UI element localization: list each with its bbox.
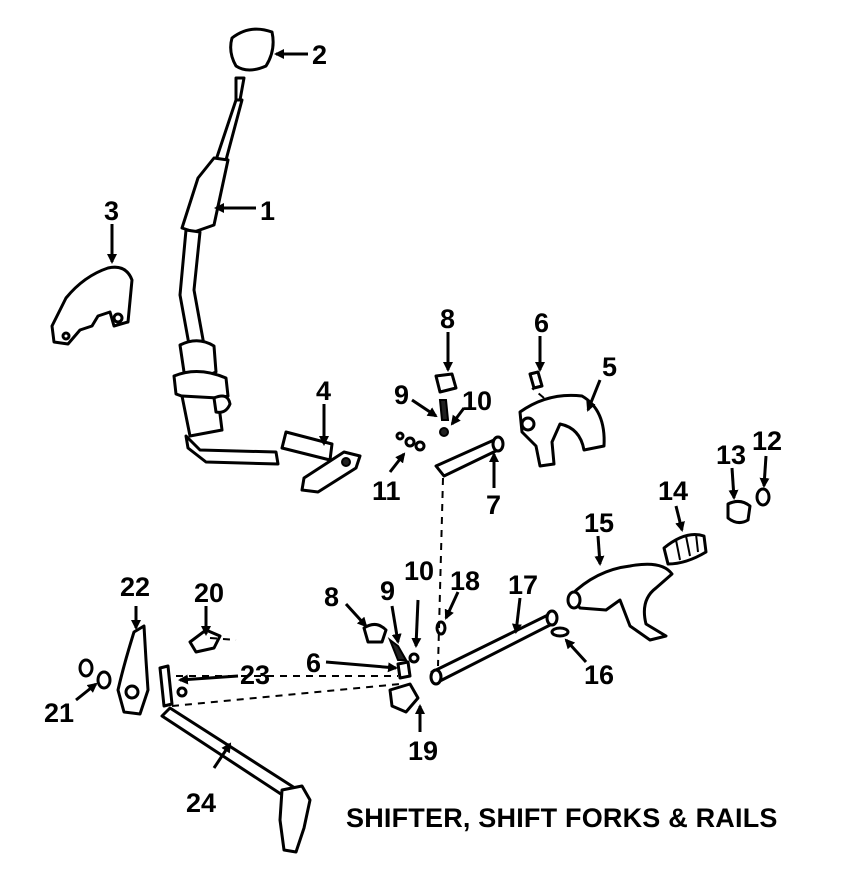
interlock-block (388, 682, 420, 714)
callout-9-lower: 9 (380, 576, 395, 606)
lower-shift-fork (566, 562, 674, 642)
upper-roll-pin (528, 370, 544, 390)
callout-22: 22 (120, 572, 150, 602)
callout-13: 13 (716, 440, 746, 470)
callout-10-lower: 10 (404, 556, 434, 586)
callout-labels: 1 2 3 4 5 6 7 8 9 10 11 12 13 14 15 16 1… (44, 40, 782, 818)
shift-bracket (280, 430, 362, 494)
callout-8-lower: 8 (324, 582, 339, 612)
callout-1: 1 (260, 196, 275, 226)
callout-21: 21 (44, 698, 74, 728)
callout-2: 2 (312, 40, 327, 70)
callout-20: 20 (194, 578, 224, 608)
upper-shift-rail (434, 435, 505, 478)
lower-shift-rail (429, 609, 559, 686)
shift-gate-plate (50, 265, 134, 346)
shift-lever (172, 76, 280, 466)
callout-14: 14 (658, 476, 688, 506)
callout-8-upper: 8 (440, 304, 455, 334)
callout-10-upper: 10 (462, 386, 492, 416)
upper-detent-plug (395, 372, 458, 452)
callout-12: 12 (752, 426, 782, 456)
detent-parts-right (662, 487, 771, 566)
upper-shift-fork (518, 393, 606, 468)
leader-arrows (75, 49, 770, 769)
diagram-caption: SHIFTER, SHIFT FORKS & RAILS (346, 803, 778, 833)
callout-5: 5 (602, 352, 617, 382)
callout-6-lower: 6 (306, 648, 321, 678)
callout-4: 4 (316, 376, 331, 406)
callout-6-upper: 6 (534, 308, 549, 338)
shift-knob (229, 27, 275, 72)
selector-arm (116, 624, 150, 716)
lower-detent-parts (362, 623, 420, 680)
assembly-lines (171, 387, 545, 707)
callout-7: 7 (486, 490, 501, 520)
callout-23: 23 (240, 660, 270, 690)
callout-3: 3 (104, 196, 119, 226)
washers (78, 658, 112, 690)
callout-9-upper: 9 (394, 380, 409, 410)
callout-15: 15 (584, 508, 614, 538)
callout-24: 24 (186, 788, 216, 818)
selector-shaft (160, 706, 312, 854)
callout-19: 19 (408, 736, 438, 766)
callout-18: 18 (450, 566, 480, 596)
callout-16: 16 (584, 660, 614, 690)
callout-17: 17 (508, 570, 538, 600)
callout-11: 11 (372, 476, 401, 506)
selector-pin (158, 664, 188, 708)
rail-clip (550, 626, 570, 638)
